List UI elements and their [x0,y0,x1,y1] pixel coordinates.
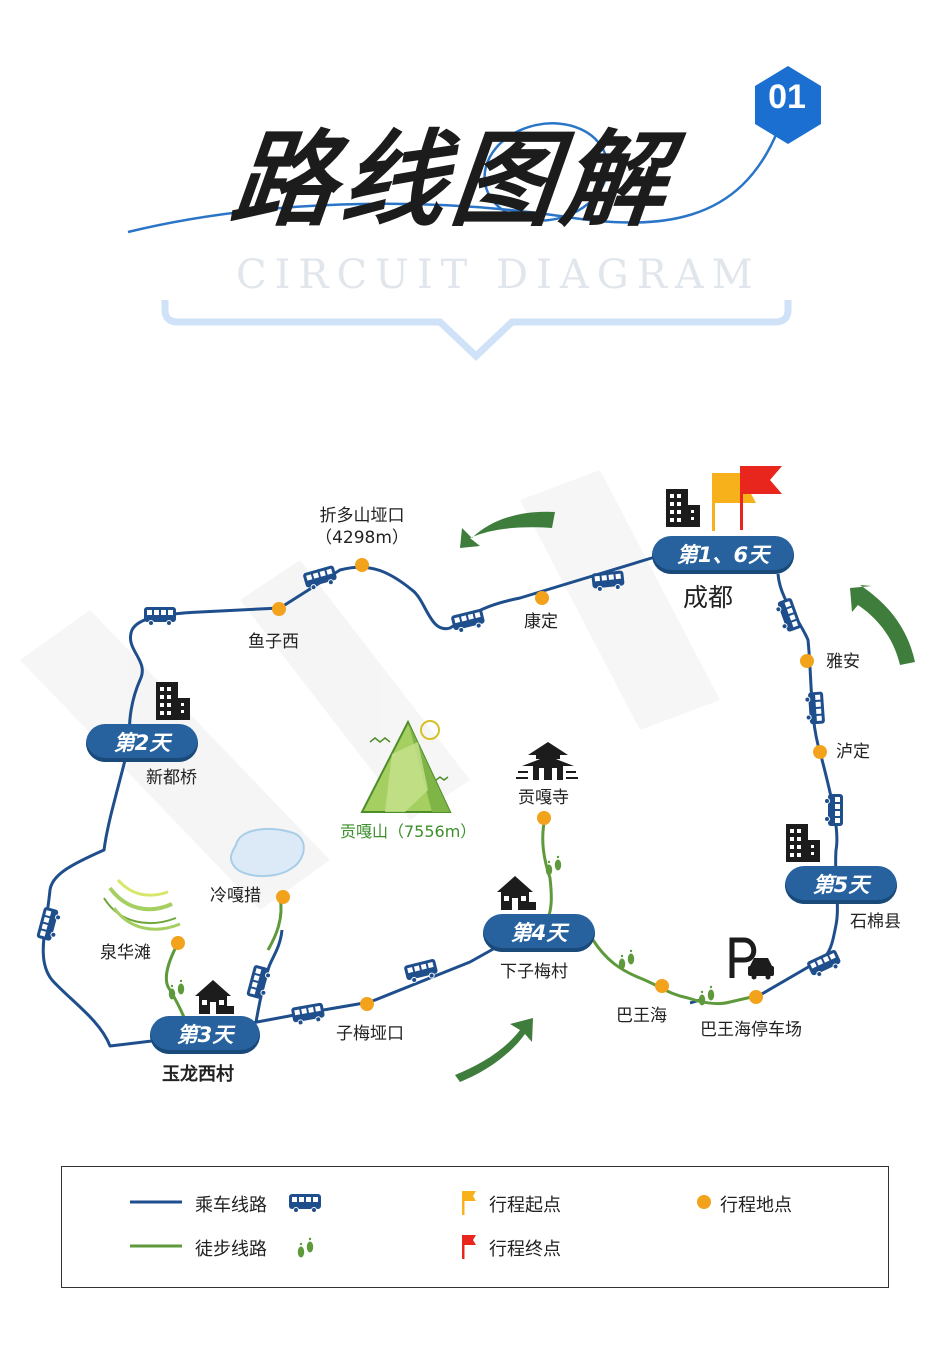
footprint-icon [168,979,185,1000]
legend-hike-label: 徒步线路 [195,1239,267,1260]
label-chengdu: 成都 [683,583,734,612]
stop-dot [655,979,669,993]
label-kangding: 康定 [524,612,558,632]
stop-dot [535,591,549,605]
legend-end-label: 行程终点 [489,1239,561,1260]
bus-icon [35,905,63,943]
building-icon [666,489,700,527]
stop-dot [800,654,814,668]
stop-dot [171,936,185,950]
parking-icon [729,937,774,980]
stop-dot [360,997,374,1011]
label-xiazimei: 下子梅村 [500,962,568,982]
day-badge-3: 第3天 [150,1016,260,1054]
label-shimian: 石棉县 [850,912,901,932]
legend-glyphs [130,1191,711,1259]
badge-hexagon [755,66,821,144]
label-bawanghai-parking: 巴王海停车场 [700,1020,802,1040]
mountain-icon [360,719,452,813]
bus-icon [805,948,844,980]
header-decor [127,66,821,361]
label-quanhuatan: 泉华滩 [100,943,151,963]
stop-dot [272,602,286,616]
lake-icon [229,827,305,878]
stop-dot [276,890,290,904]
stop-dot [813,745,827,759]
flag-end-icon [462,1235,465,1259]
label-xinduqiao: 新都桥 [146,768,197,788]
stop-dot [355,558,369,572]
label-yuzixi: 鱼子西 [248,632,299,652]
building-icon [786,824,820,862]
legend-stop-dot [697,1195,711,1209]
bus-icon [143,606,177,626]
start-end-flags [712,466,782,531]
bus-icon [803,690,826,726]
day-badge-1-6: 第1、6天 [652,536,794,574]
stop-dot [749,990,763,1004]
bus-icon [773,596,803,635]
stop-dot [537,811,551,825]
direction-arrows [455,511,915,1082]
terrace-icon [103,878,181,931]
label-zheduo: 折多山垭口 [319,506,405,526]
bus-icon [450,607,487,635]
label-lenggacuo: 冷嘎措 [210,886,261,906]
legend-box: 乘车线路 徒步线路 行程起点 行程终点 行程地点 [61,1166,889,1288]
label-bawanghai: 巴王海 [616,1006,667,1026]
label-yaan: 雅安 [826,652,860,672]
temple-icon [516,742,578,780]
label-zimei-yakou: 子梅垭口 [336,1024,404,1044]
label-yulongxi: 玉龙西村 [162,1064,234,1085]
bus-icon [290,1001,327,1027]
label-gongga-si: 贡嘎寺 [518,788,569,808]
footprint-icon [618,949,635,970]
footprint-icon [545,855,562,876]
page-title: 路线图解 [225,119,679,241]
day-badge-4: 第4天 [483,914,595,952]
label-gongga-shan: 贡嘎山（7556m） [340,822,477,841]
flag-start-icon [462,1191,465,1215]
day-badge-2: 第2天 [86,724,198,762]
bus-icon [824,793,844,827]
section-number: 01 [768,78,806,116]
house-icon [195,980,234,1014]
legend-bus-label: 乘车线路 [195,1195,267,1216]
house-icon [497,876,536,910]
building-icon [156,682,190,720]
legend-start-label: 行程起点 [489,1195,561,1216]
label-luding: 泸定 [836,742,870,762]
legend-stop-label: 行程地点 [720,1195,792,1216]
day-badge-5: 第5天 [785,866,897,904]
label-zheduo-altitude: （4298m） [315,528,409,548]
page-subtitle: CIRCUIT DIAGRAM [236,252,761,298]
